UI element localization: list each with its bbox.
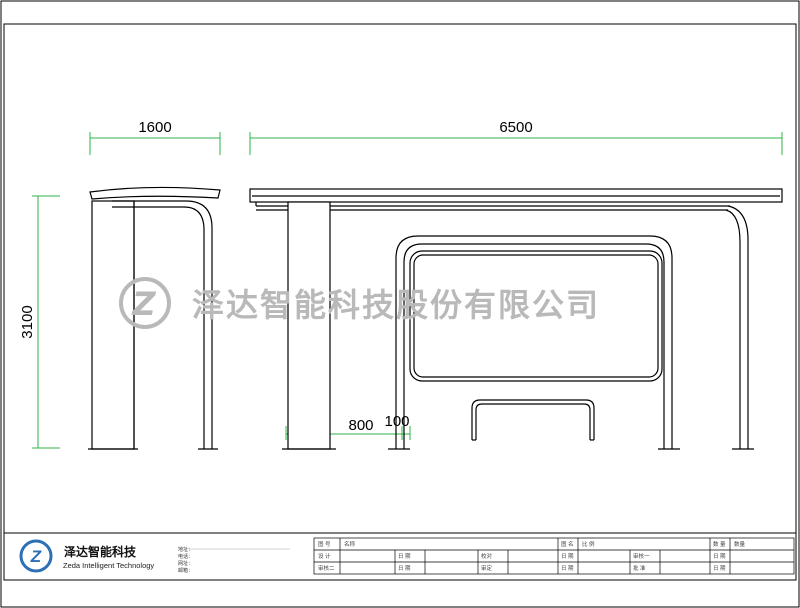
cell-review-one-date: 日 期	[713, 553, 726, 560]
cell-design-date: 日 期	[398, 553, 411, 560]
cell-drawing-name: 图 名	[561, 540, 574, 548]
dim-side-width: 1600	[138, 119, 171, 136]
cell-drawing-no: 图 号	[318, 540, 331, 548]
company-logo: Z	[19, 539, 53, 573]
cell-scale: 比 例	[582, 540, 595, 548]
cell-approval: 审定	[481, 564, 493, 572]
cell-approval-date: 日 期	[561, 565, 574, 572]
front-view	[249, 188, 783, 450]
company-name-en: Zeda Intelligent Technology	[63, 561, 154, 570]
cell-review-two-date: 日 期	[398, 565, 411, 572]
cell-authorize: 批 准	[633, 564, 646, 572]
contact-line-phone: 电话：	[178, 553, 193, 560]
contact-line-address: 地址：	[178, 546, 193, 553]
company-logo-letter: Z	[30, 547, 42, 566]
dim-spacing: 800	[348, 417, 373, 434]
cell-design: 设 计	[318, 552, 331, 560]
cell-name: 名称	[344, 540, 356, 548]
watermark-logo-letter: Z	[131, 285, 157, 323]
watermark: Z 泽达智能科技股份有限公司	[119, 277, 600, 329]
watermark-logo-ring	[119, 277, 171, 329]
cell-qty-value: 数量	[734, 540, 746, 548]
side-view	[88, 186, 221, 450]
title-block: Z 泽达智能科技 Zeda Intelligent Technology 地址：…	[3, 532, 797, 581]
cell-qty-label: 数 量	[713, 540, 726, 548]
cell-review-two: 审核二	[318, 564, 335, 572]
company-name-cn: 泽达智能科技	[64, 544, 137, 559]
contact-line-email: 邮箱：	[178, 567, 193, 574]
cell-proofread-date: 日 期	[561, 553, 574, 560]
cell-authorize-date: 日 期	[713, 565, 726, 572]
watermark-company-name: 泽达智能科技股份有限公司	[192, 286, 600, 324]
dim-gap: 100	[384, 413, 409, 430]
dim-height: 3100	[19, 305, 36, 338]
cell-review-one: 审核一	[633, 552, 650, 560]
dim-front-width: 6500	[499, 119, 532, 136]
contact-line-web: 网址：	[178, 560, 193, 567]
cell-proofread: 校对	[481, 552, 493, 560]
